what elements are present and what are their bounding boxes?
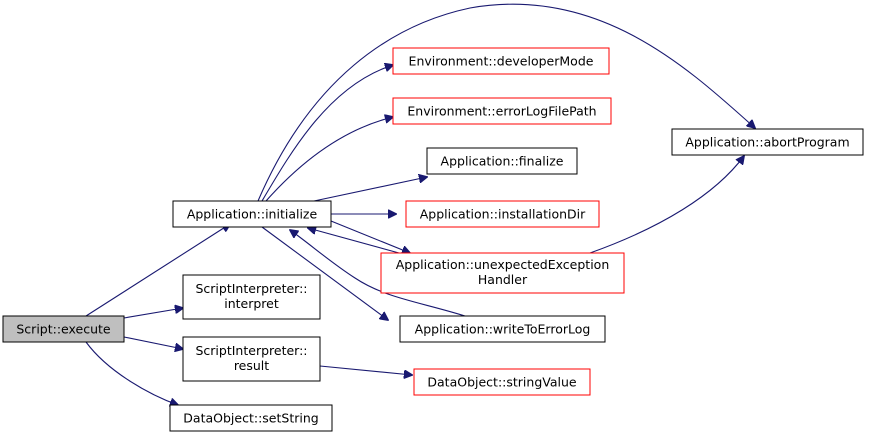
edge-result-to-stringvalue [319, 365, 412, 375]
node-label-line1: ScriptInterpreter:: [195, 281, 307, 296]
node-label-line1: Application::unexpectedException [396, 257, 610, 272]
edge-execute-to-setstring [85, 341, 178, 405]
node-scriptinterpreter-interpret[interactable]: ScriptInterpreter:: interpret [182, 274, 321, 320]
node-application-initialize[interactable]: Application::initialize [172, 200, 332, 228]
node-label-line1: ScriptInterpreter:: [195, 343, 307, 358]
node-label: Application::finalize [441, 154, 564, 169]
node-label-line2: Handler [478, 272, 528, 287]
edge-writetoerrorlog-to-initialize [290, 230, 466, 317]
node-environment-errorlogfilepath[interactable]: Environment::errorLogFilePath [392, 97, 612, 125]
edge-execute-to-interpret [123, 308, 183, 319]
node-label: Application::abortProgram [685, 135, 849, 150]
node-application-installationdir[interactable]: Application::installationDir [405, 200, 600, 228]
node-dataobject-stringvalue[interactable]: DataObject::stringValue [413, 368, 591, 396]
node-label: DataObject::setString [183, 411, 318, 426]
edge-initialize-to-errorlogfilepath [265, 117, 393, 202]
node-scriptinterpreter-result[interactable]: ScriptInterpreter:: result [182, 336, 321, 382]
node-label-line2: result [234, 358, 269, 373]
node-label: Application::installationDir [420, 207, 586, 222]
node-label: Application::writeToErrorLog [415, 322, 591, 337]
node-application-unexpectedexceptionhandler[interactable]: Application::unexpectedException Handler [380, 252, 625, 294]
node-label-line2: interpret [224, 296, 279, 311]
edge-initialize-to-writetoerrorlog [261, 226, 388, 320]
edge-initialize-to-abortprogram [257, 3, 755, 202]
node-label: DataObject::stringValue [427, 375, 576, 390]
node-script-execute[interactable]: Script::execute [2, 315, 125, 343]
edge-execute-to-initialize [85, 224, 230, 317]
node-application-writetoerrorlog[interactable]: Application::writeToErrorLog [399, 315, 606, 343]
node-label: Environment::errorLogFilePath [407, 104, 596, 119]
node-label: Environment::developerMode [409, 54, 594, 69]
node-environment-developermode[interactable]: Environment::developerMode [392, 47, 610, 75]
node-label: Script::execute [16, 322, 111, 337]
edge-initialize-to-developermode [261, 65, 393, 202]
edge-initialize-to-finalize [313, 177, 427, 202]
node-application-finalize[interactable]: Application::finalize [426, 147, 578, 175]
edge-unexpected-to-abortprogram [589, 156, 744, 254]
edge-unexpected-to-initialize [308, 228, 400, 254]
node-application-abortprogram[interactable]: Application::abortProgram [671, 128, 864, 156]
node-dataobject-setstring[interactable]: DataObject::setString [169, 404, 333, 432]
edge-initialize-to-unexpected [330, 220, 410, 253]
edge-execute-to-result [123, 336, 183, 349]
node-label: Application::initialize [187, 207, 318, 222]
